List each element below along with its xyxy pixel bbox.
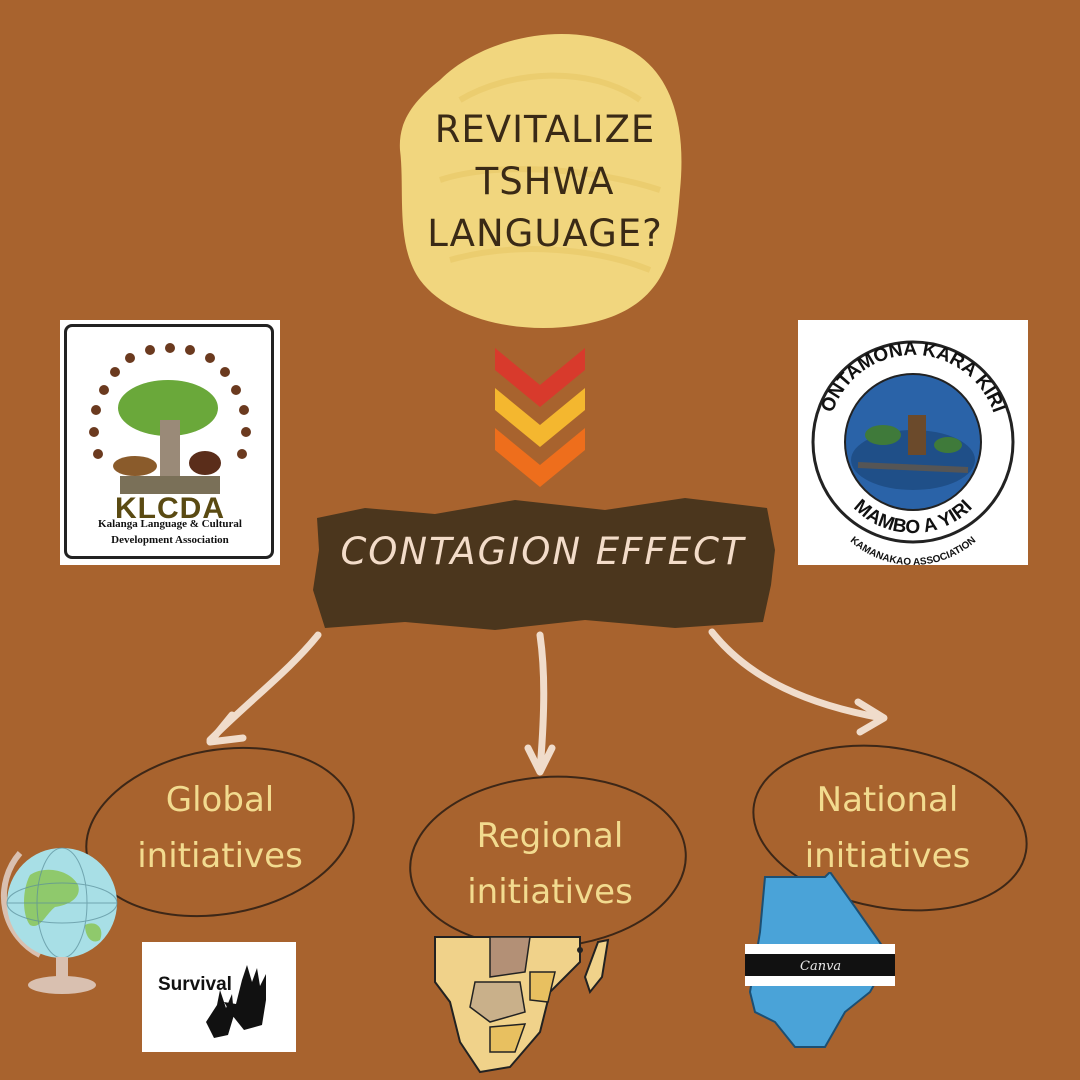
regional-label: Regional	[476, 816, 624, 856]
oval-national	[752, 744, 1028, 912]
global-sublabel: initiatives	[137, 836, 303, 876]
global-label: Global	[165, 780, 275, 820]
klcda-acronym: KLCDA	[115, 492, 225, 525]
baobab-tree-icon	[89, 343, 251, 494]
svg-text:KAMANAKAO ASSOCIATION: KAMANAKAO ASSOCIATION	[848, 535, 978, 565]
arrow-to-national	[708, 628, 886, 722]
survival-label: Survival	[158, 974, 232, 995]
survival-logo: Survival	[142, 942, 296, 1052]
global-initiatives: Global initiatives	[110, 772, 330, 884]
kamanakao-emblem: ONTAMONA KARA KIRI MAMBO A YIRI KAMANAKA…	[811, 339, 1015, 565]
regional-initiatives: Regional initiatives	[435, 808, 665, 920]
arrow-to-regional	[536, 631, 548, 774]
contagion-label: CONTAGION EFFECT	[340, 530, 746, 573]
title-line-3: LANGUAGE?	[427, 212, 663, 255]
title-blob	[399, 33, 682, 328]
kamanakao-logo: ONTAMONA KARA KIRI MAMBO A YIRI KAMANAKA…	[798, 320, 1028, 565]
africa-map-icon	[434, 936, 610, 1074]
globe-icon	[0, 847, 118, 994]
canva-watermark: Canva	[800, 959, 841, 974]
botswana-flag-map-icon: Canva	[745, 872, 895, 1048]
national-initiatives: National initiatives	[775, 772, 1000, 884]
hands-icon	[206, 965, 266, 1038]
title-line-2: TSHWA	[475, 160, 615, 203]
kamanakao-association-text: KAMANAKAO ASSOCIATION	[848, 535, 978, 565]
title: REVITALIZE TSHWA LANGUAGE?	[395, 104, 695, 260]
chevron-arrows-icon	[495, 348, 585, 487]
klcda-name-line2: Development Association	[111, 534, 229, 546]
klcda-logo: KLCDA Kalanga Language & Cultural Develo…	[60, 320, 280, 565]
national-label: National	[816, 780, 959, 820]
national-sublabel: initiatives	[804, 836, 971, 876]
title-line-1: REVITALIZE	[434, 108, 656, 151]
contagion-box	[313, 498, 775, 630]
regional-sublabel: initiatives	[467, 872, 633, 912]
klcda-name-line1: Kalanga Language & Cultural	[98, 518, 242, 530]
